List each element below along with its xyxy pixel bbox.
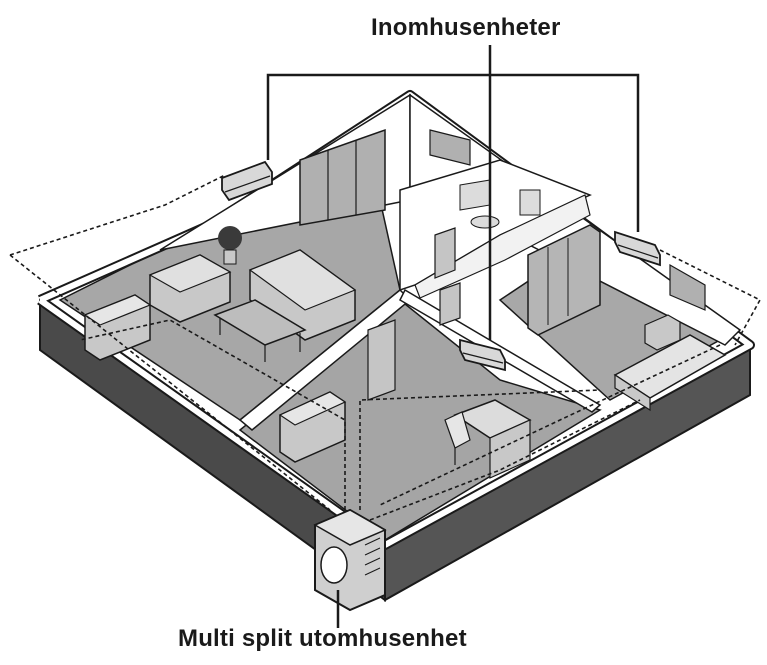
indoor-ac-unit-icon xyxy=(459,338,506,372)
indoor-callout-lines xyxy=(266,45,640,340)
partition-wall-bedroom xyxy=(414,194,591,299)
outdoor-unit-label: Multi split utomhusenhet xyxy=(178,625,467,652)
outdoor-ac-unit-icon xyxy=(313,508,387,612)
sofa-icon xyxy=(148,254,232,323)
cabinet-icon xyxy=(83,294,152,361)
cabinet-icon xyxy=(278,391,347,463)
window-icon xyxy=(299,128,706,311)
door-icon xyxy=(367,227,461,401)
chair-icon xyxy=(444,411,471,465)
wardrobe-icon xyxy=(527,224,601,336)
bathroom-fixtures xyxy=(459,179,541,229)
refrigerant-pipes xyxy=(9,174,762,521)
plant-icon xyxy=(218,226,242,265)
nightstand-icon xyxy=(644,314,681,351)
indoor-ac-unit-icon xyxy=(614,230,661,267)
indoor-units-label: Inomhusenheter xyxy=(371,14,561,41)
table-icon xyxy=(213,299,307,362)
desk-icon xyxy=(453,399,532,479)
indoor-ac-unit-icon xyxy=(221,160,273,202)
bed-icon xyxy=(613,334,727,412)
